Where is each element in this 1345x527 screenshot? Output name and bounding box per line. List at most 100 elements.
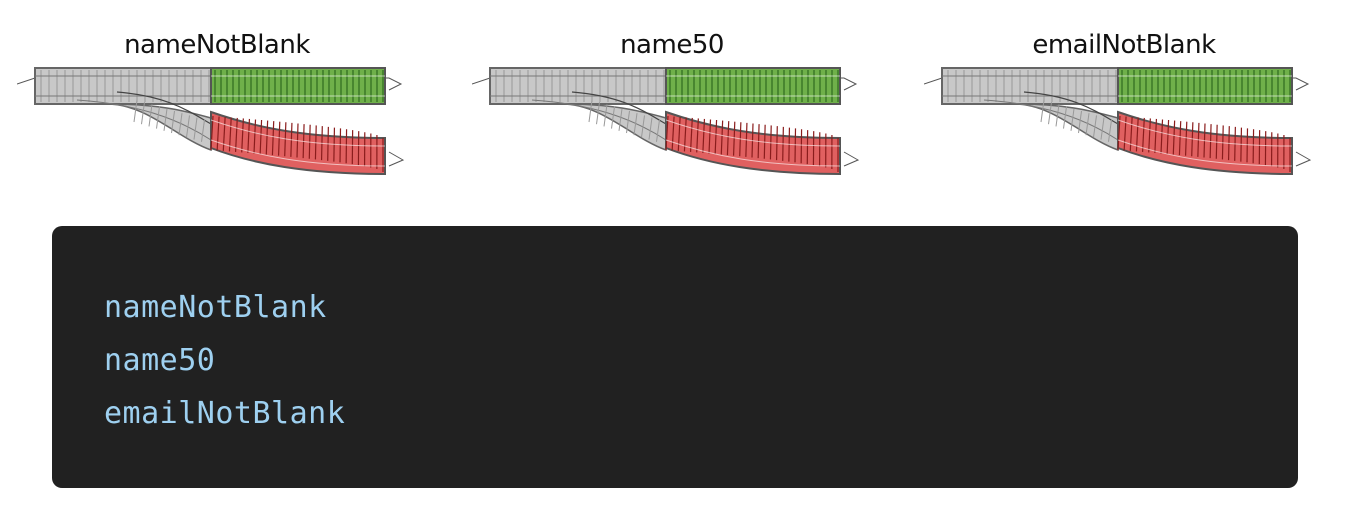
rail-line bbox=[76, 99, 212, 141]
rail-tie bbox=[265, 120, 269, 155]
rail-tie bbox=[696, 118, 699, 153]
rail-tie bbox=[1040, 99, 1045, 123]
rail-tie bbox=[241, 118, 244, 153]
rail-tie bbox=[1246, 128, 1249, 163]
rail-tie bbox=[732, 121, 736, 156]
rail-line bbox=[665, 139, 841, 167]
rail-line bbox=[531, 99, 667, 141]
rail-line bbox=[983, 99, 1119, 141]
rail-tie bbox=[1085, 113, 1090, 136]
rail-tie bbox=[148, 104, 153, 127]
rail-tie bbox=[726, 121, 730, 156]
rail-tie bbox=[626, 110, 630, 134]
rail-segment-success bbox=[210, 67, 386, 105]
rail-tie bbox=[1078, 110, 1082, 134]
rail-tie bbox=[339, 128, 342, 163]
rail-tie bbox=[253, 119, 257, 154]
rail-tie bbox=[1048, 102, 1052, 125]
rail-tie bbox=[1178, 121, 1182, 156]
code-block: nameNotBlank name50 emailNotBlank bbox=[52, 226, 1298, 488]
guide-wire bbox=[17, 77, 403, 91]
rail-line bbox=[210, 139, 386, 167]
rail-tie bbox=[171, 110, 175, 134]
rail-tie bbox=[271, 121, 275, 156]
rail-tie bbox=[1117, 115, 1121, 151]
rail-tie bbox=[794, 128, 797, 163]
track-switch-name-not-blank: nameNotBlank bbox=[17, 0, 417, 190]
track-switch-diagram bbox=[924, 67, 1312, 176]
rail-segment-success bbox=[1117, 67, 1293, 105]
rail-line bbox=[571, 91, 667, 125]
track-switch-diagram bbox=[472, 67, 860, 176]
rail-tie bbox=[596, 102, 600, 125]
rail-tie bbox=[156, 106, 160, 129]
rail-line bbox=[116, 91, 212, 125]
rail-segment-entry bbox=[489, 67, 667, 105]
rail-line bbox=[1023, 91, 1119, 125]
rail-tie bbox=[714, 119, 718, 155]
rail-tie bbox=[1172, 120, 1176, 155]
rail-tie bbox=[210, 115, 214, 151]
rail-tie bbox=[1166, 119, 1170, 155]
rail-tie bbox=[656, 119, 660, 142]
rail-tie bbox=[141, 102, 145, 125]
rail-tie bbox=[641, 115, 645, 138]
switch-label: emailNotBlank bbox=[1032, 30, 1216, 60]
guide-wire bbox=[843, 151, 860, 167]
rail-tie bbox=[1093, 115, 1097, 138]
rail-tie bbox=[277, 121, 281, 156]
rail-tie bbox=[1055, 104, 1060, 127]
rail-tie bbox=[603, 104, 608, 127]
rail-tie bbox=[1108, 119, 1112, 142]
rail-line bbox=[665, 119, 841, 147]
guide-wire bbox=[924, 77, 1310, 91]
guide-wire bbox=[1295, 151, 1312, 167]
rail-tie bbox=[588, 99, 593, 123]
rail-tie bbox=[1160, 119, 1164, 154]
rail-tie bbox=[1184, 121, 1188, 156]
rail-tie bbox=[618, 108, 623, 131]
rail-tie bbox=[178, 113, 183, 136]
rail-tie bbox=[201, 119, 205, 142]
rail-line bbox=[1117, 119, 1293, 147]
rail-tie bbox=[708, 119, 712, 154]
rail-tie bbox=[186, 115, 190, 138]
rail-tie bbox=[1070, 108, 1075, 131]
rail-tie bbox=[702, 118, 706, 153]
rail-tie bbox=[163, 108, 168, 131]
rail-segment-success bbox=[665, 67, 841, 105]
guide-wire bbox=[388, 151, 405, 167]
rail-tie bbox=[720, 120, 724, 155]
rail-tie bbox=[665, 115, 669, 151]
code-line: nameNotBlank bbox=[104, 290, 327, 325]
rail-tie bbox=[689, 117, 693, 152]
rail-tie bbox=[677, 116, 681, 151]
track-switch-email-not-blank: emailNotBlank bbox=[924, 0, 1324, 190]
rail-tie bbox=[633, 113, 638, 136]
switch-label: name50 bbox=[620, 30, 724, 60]
rail-segment-entry bbox=[34, 67, 212, 105]
code-line: name50 bbox=[104, 343, 216, 378]
rail-tie bbox=[648, 117, 653, 140]
rail-tie bbox=[259, 119, 263, 155]
rail-tie bbox=[247, 118, 251, 153]
rail-tie bbox=[1141, 117, 1145, 152]
rail-tie bbox=[1129, 116, 1133, 151]
rail-tie bbox=[1100, 117, 1105, 140]
rail-line bbox=[210, 119, 386, 147]
rail-tie bbox=[222, 116, 226, 151]
track-switch-name50: name50 bbox=[472, 0, 872, 190]
rail-tie bbox=[193, 117, 198, 140]
rail-tie bbox=[133, 99, 138, 123]
rail-tie bbox=[1063, 106, 1067, 129]
rail-line bbox=[1117, 139, 1293, 167]
switch-label: nameNotBlank bbox=[124, 30, 310, 60]
rail-tie bbox=[234, 117, 238, 152]
rail-tie bbox=[1148, 118, 1151, 153]
code-line: emailNotBlank bbox=[104, 396, 346, 431]
track-switch-diagram bbox=[17, 67, 405, 176]
rail-tie bbox=[1154, 118, 1158, 153]
rail-tie bbox=[611, 106, 615, 129]
guide-wire bbox=[472, 77, 858, 91]
